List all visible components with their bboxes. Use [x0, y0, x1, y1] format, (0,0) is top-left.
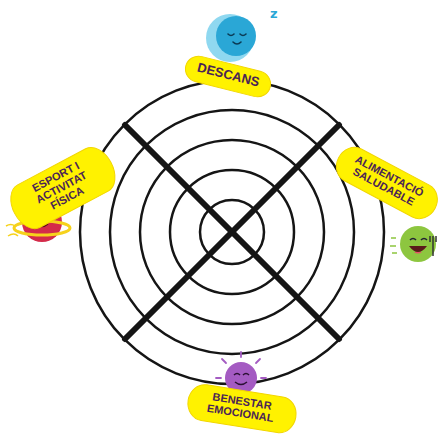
- label-badge: ALIMENTACIÓ SALUDABLE: [329, 140, 442, 223]
- food-character: [390, 226, 436, 262]
- concentric-rings: [80, 80, 384, 384]
- moon-character: [206, 14, 256, 62]
- cross-lines: [125, 125, 339, 339]
- label-badge: ESPORT I ACTIVITAT FÍSICA: [3, 141, 121, 235]
- label-badge: BENESTAR EMOCIONAL: [185, 382, 297, 435]
- sleep-symbol: z: [270, 6, 278, 21]
